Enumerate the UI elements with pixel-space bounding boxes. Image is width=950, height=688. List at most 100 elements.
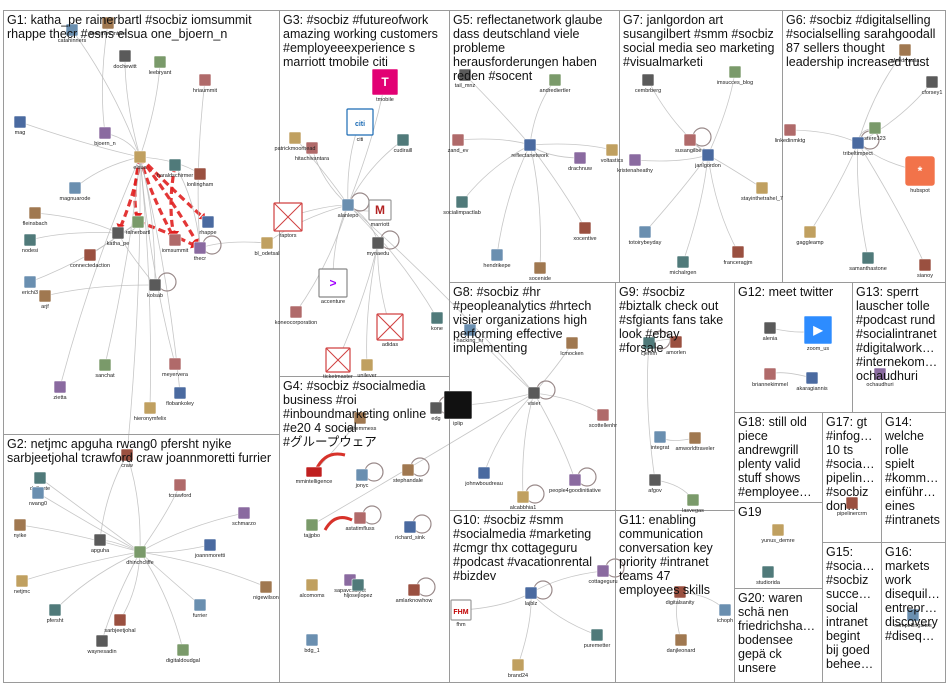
node-leebryant[interactable]: leebryant [149,55,172,76]
node-kristenaheathy[interactable]: kristenaheathy [617,153,653,174]
node-waynesadin[interactable]: waynesadin [86,634,117,655]
node-cforsey1[interactable]: cforsey1 [922,75,943,96]
node-lcmocken[interactable]: lcmocken [560,336,584,357]
node-zietta[interactable]: zietta [53,380,68,401]
node-nyike[interactable]: nyike [14,518,27,539]
node-susangilbert[interactable]: susangilbert [675,133,705,154]
node-mynaedu[interactable]: mynaedu [367,236,390,257]
node-kone[interactable]: kone [430,311,444,332]
node-koneocorporation[interactable]: koneocorporation [275,305,318,326]
node-compellingsites[interactable]: compellingsites [894,608,932,629]
node-akaragiannis[interactable]: akaragiannis [796,371,828,392]
node-iplip[interactable]: iplip [443,390,473,427]
node-hitachivantara[interactable]: hitachivantara [295,141,330,162]
node-hieronymfelix[interactable]: hieronymfelix [134,401,167,422]
node-tail-mnz[interactable]: tail_mnz [455,68,476,89]
node-samanthastone[interactable]: samanthastone [849,251,887,272]
node-alcabbhia1[interactable]: alcabbhia1 [510,490,537,511]
node-meyervera[interactable]: meyervera [162,357,189,378]
node-arjf[interactable]: arjf [38,289,52,310]
node-bjoern-n[interactable]: bjoern_n [94,126,116,147]
node-visier[interactable]: visier [528,386,541,407]
node-nodesi[interactable]: nodesi [22,233,38,254]
node-apguha[interactable]: apguha [91,533,110,554]
node-bl-odetsal[interactable]: bl_odetsal [254,236,280,257]
node-carstemmess[interactable]: carstemmess [344,411,377,432]
node-stayinthetrahel-7[interactable]: stayinthetrahel_7 [741,181,783,202]
node-astatimfluss[interactable]: astatimfluss [345,511,375,532]
node-danjleonard[interactable]: danjleonard [667,633,696,654]
node-andrediertler[interactable]: andrediertler [540,73,571,94]
node-amworldtraveler[interactable]: amworldtraveler [675,431,715,452]
node-raptors[interactable]: raptors [273,202,303,239]
node-totoirybeyday[interactable]: totoirybeyday [629,225,662,246]
node-yunus-demre[interactable]: yunus_demre [761,523,795,544]
node-katha-pe[interactable]: katha_pe [107,226,130,247]
node-zoom-us[interactable]: ▶zoom_us [803,315,833,352]
node-cudiraill[interactable]: cudiraill [394,133,413,154]
node-dhinchcliffe[interactable]: dhinchcliffe [126,545,154,566]
node-iomsummit[interactable]: iomsummit [162,233,189,254]
node-flobankoley[interactable]: flobankoley [166,386,194,407]
node-elsua[interactable]: elsua [133,150,148,171]
node-tcrawford[interactable]: tcrawford [169,478,192,499]
node-hljosejlopez[interactable]: hljosejlopez [344,578,373,599]
node-cembrberg[interactable]: cembrberg [635,73,661,94]
node-tribeltimpect[interactable]: tribeltimpect [843,136,873,157]
node-patrickmoorhead[interactable]: patrickmoorhead [275,131,316,152]
node-mag[interactable]: mag [13,115,27,136]
node-schmarzo[interactable]: schmarzo [232,506,256,527]
node-ochaudhuri[interactable]: ochaudhuri [866,367,894,388]
node-socialimpactlab[interactable]: socialimpactlab [443,195,481,216]
node-joannmoretti[interactable]: joannmoretti [194,538,225,559]
node-linkedinmktg[interactable]: linkedinmktg [775,123,806,144]
node-puremetter[interactable]: puremetter [584,628,611,649]
node-tajjpbo[interactable]: tajjpbo [304,518,320,539]
node-ticketmaster[interactable]: ticketmaster [323,347,353,380]
node-integrat[interactable]: integrat [651,430,670,451]
node-cottageguru[interactable]: cottageguru [588,564,618,585]
node-fleinsbach[interactable]: fleinsbach [23,206,48,227]
node-studiorida[interactable]: studiorida [756,565,781,586]
node-furrier[interactable]: furrier [193,598,208,619]
node-accenture[interactable]: >accenture [318,268,348,305]
node-mmintelligence[interactable]: mmintelligence [296,466,333,485]
node-craw[interactable]: craw [120,448,134,469]
node-reflectanetwork[interactable]: reflectanetwork [511,138,549,159]
node-netjmc[interactable]: netjmc [14,574,30,595]
node-amlarknowhow[interactable]: amlarknowhow [396,583,433,604]
node-zand-ev[interactable]: zand_ev [448,133,469,154]
node-stephandale[interactable]: stephandale [393,463,423,484]
node-pfersht[interactable]: pfersht [47,603,64,624]
node-franceragjm[interactable]: franceragjm [723,245,753,266]
node-hendrikepe[interactable]: hendrikepe [483,248,511,269]
node-pipelinercrm[interactable]: pipelinercrm [837,496,867,517]
node-cfeedmedia[interactable]: cfeedmedia [891,43,920,64]
node-alenia[interactable]: alenia [763,321,779,342]
node-alanlepo[interactable]: alanlepo [338,198,359,219]
node-lasvegas[interactable]: lasvegas [682,493,704,514]
node-amorlen[interactable]: amorlen [666,335,686,356]
node-rwang0[interactable]: rwang0 [29,486,47,507]
node-stere123[interactable]: stere123 [864,121,886,142]
node-digitalsanity[interactable]: digitalsanity [666,585,695,606]
node-lonlingham[interactable]: lonlingham [187,167,214,188]
node-rhappe[interactable]: rhappe [199,215,217,236]
node-ichoph[interactable]: ichoph [717,603,733,624]
node-kolsab[interactable]: kolsab [147,278,163,299]
node-jonyc[interactable]: jonyc [355,468,369,489]
node-catahinners[interactable]: catahinners [58,23,87,44]
node-brand24[interactable]: brand24 [508,658,528,679]
node-socenide[interactable]: socenide [529,261,551,282]
node-richard-sink[interactable]: richard_sink [395,520,425,541]
node-nigewilson[interactable]: nigewilson [253,580,279,601]
node-sianoy[interactable]: sianoy [917,258,933,279]
node-bdg-1[interactable]: bdg_1 [304,633,320,654]
node-erichi3[interactable]: erichi3 [22,275,38,296]
node-cjemm[interactable]: cjemm [641,336,658,357]
node-drachnuw[interactable]: drachnuw [568,151,592,172]
node-sarbjeetjohal[interactable]: sarbjeetjohal [104,613,136,634]
